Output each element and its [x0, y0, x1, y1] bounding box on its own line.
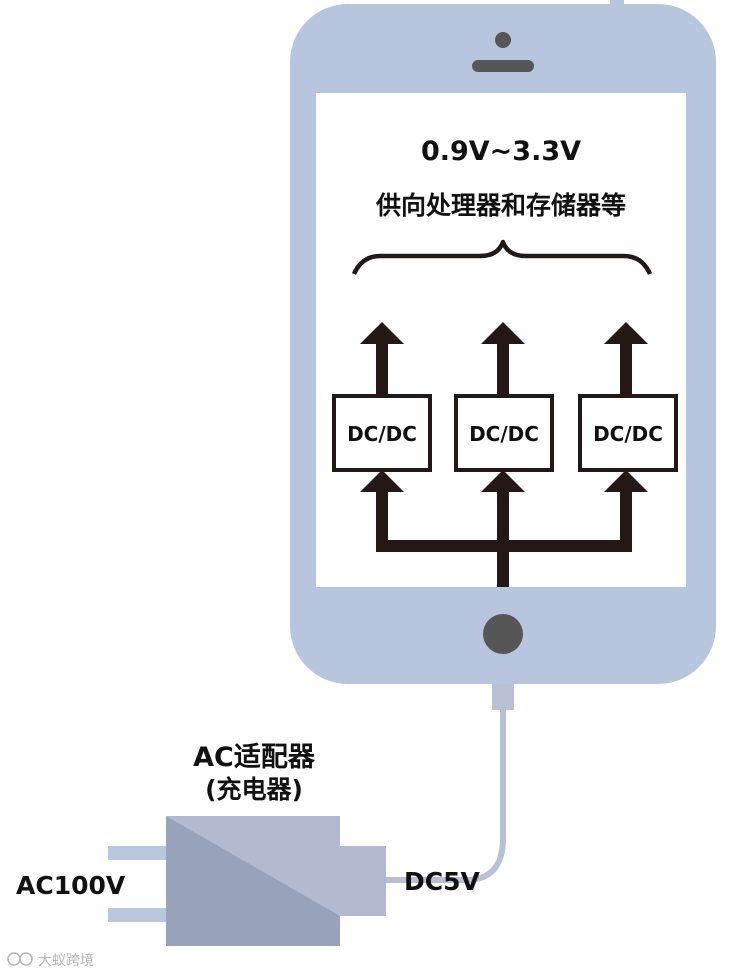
watermark-logo-icon	[7, 952, 21, 966]
branch-shaft-3	[620, 490, 632, 546]
output-shaft-1	[376, 340, 388, 396]
branch-shaft-1	[376, 490, 388, 546]
input-voltage-label: AC100V	[16, 871, 126, 900]
front-camera-icon	[495, 32, 511, 48]
converter-box-2: DC/DC	[454, 394, 554, 472]
home-button-icon	[483, 614, 523, 654]
converter-box-1: DC/DC	[332, 394, 432, 472]
watermark-logo-ring-icon	[19, 952, 33, 966]
output-voltage-label: DC5V	[404, 867, 480, 896]
output-arrowhead-2	[481, 322, 525, 344]
adapter-title: AC适配器	[193, 742, 316, 773]
converter-label-1: DC/DC	[347, 422, 417, 446]
output-shaft-3	[620, 340, 632, 396]
input-arrowhead-1	[360, 470, 404, 492]
phone-side-button	[610, 0, 624, 4]
adapter-output-socket	[340, 846, 386, 916]
output-arrowhead-3	[604, 322, 648, 344]
trunk-line	[497, 542, 509, 587]
speaker-grille	[472, 60, 534, 72]
usb-plug	[492, 684, 514, 710]
converter-label-3: DC/DC	[593, 422, 663, 446]
cable-line	[386, 708, 506, 883]
output-arrowhead-1	[360, 322, 404, 344]
plug-prong-bottom	[108, 908, 168, 922]
branch-shaft-2	[497, 490, 509, 546]
converter-label-2: DC/DC	[469, 422, 539, 446]
plug-prong-top	[108, 846, 168, 860]
power-flow-arrows	[360, 322, 648, 587]
converter-frame-1	[332, 394, 432, 472]
ac-adapter	[108, 816, 386, 946]
converter-box-3: DC/DC	[578, 394, 678, 472]
supply-label: 供向处理器和存储器等	[375, 191, 626, 220]
usb-cable	[386, 684, 514, 883]
input-arrowhead-3	[604, 470, 648, 492]
output-shaft-2	[497, 340, 509, 396]
watermark: 大蚁跨境	[7, 952, 94, 969]
converter-frame-2	[454, 394, 554, 472]
watermark-text: 大蚁跨境	[38, 953, 94, 969]
input-arrowhead-2	[481, 470, 525, 492]
voltage-label: 0.9V~3.3V	[421, 136, 581, 167]
adapter-subtitle: (充电器)	[205, 775, 303, 804]
grouping-brace	[351, 239, 653, 275]
converter-frame-3	[578, 394, 678, 472]
adapter-shade	[166, 816, 340, 946]
